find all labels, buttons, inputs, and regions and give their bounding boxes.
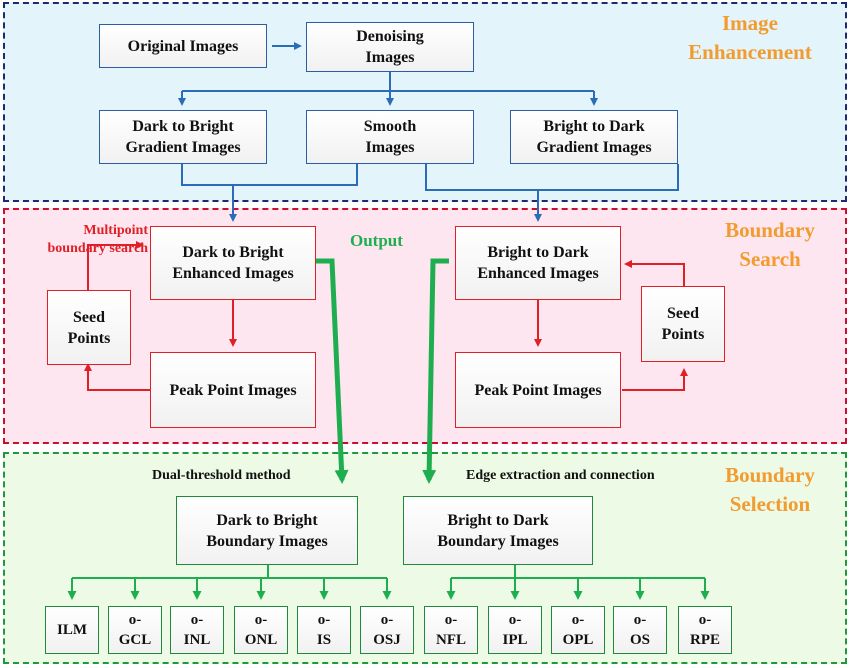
dual-threshold-label: Dual-threshold method — [152, 468, 291, 483]
layer-box-ilm: ILM — [45, 606, 99, 654]
dark-to-bright-gradient-box: Dark to Bright Gradient Images — [99, 110, 267, 164]
peak-point-images-right-box: Peak Point Images — [455, 352, 621, 428]
seed-points-right-box: Seed Points — [641, 286, 725, 362]
bright-to-dark-boundary-box: Bright to Dark Boundary Images — [403, 496, 593, 565]
dark-to-bright-boundary-box: Dark to Bright Boundary Images — [176, 496, 358, 565]
seed-points-left-box: Seed Points — [47, 290, 131, 365]
peak-point-images-left-box: Peak Point Images — [150, 352, 316, 428]
layer-box-ogcl: o- GCL — [108, 606, 162, 654]
layer-box-oonl: o- ONL — [234, 606, 288, 654]
layer-box-orpe: o- RPE — [678, 606, 732, 654]
smooth-images-box: Smooth Images — [306, 110, 474, 164]
boundary-search-title: Boundary Search — [725, 218, 815, 271]
output-label: Output — [350, 231, 403, 250]
layer-box-oinl: o- INL — [170, 606, 224, 654]
layer-box-oopl: o- OPL — [551, 606, 605, 654]
boundary-selection-title: Boundary Selection — [725, 463, 815, 516]
bright-to-dark-gradient-box: Bright to Dark Gradient Images — [510, 110, 678, 164]
bright-to-dark-enhanced-box: Bright to Dark Enhanced Images — [455, 226, 621, 300]
dark-to-bright-enhanced-box: Dark to Bright Enhanced Images — [150, 226, 316, 300]
image-enhancement-title: Image Enhancement — [688, 11, 812, 64]
multipoint-boundary-search-label: Multipoint boundary search — [47, 223, 148, 256]
original-images-box: Original Images — [99, 24, 267, 68]
edge-extraction-label: Edge extraction and connection — [466, 468, 655, 483]
denoising-images-box: Denoising Images — [306, 22, 474, 72]
layer-box-oipl: o- IPL — [488, 606, 542, 654]
layer-box-oos: o- OS — [613, 606, 667, 654]
layer-box-oosj: o- OSJ — [360, 606, 414, 654]
layer-box-ois: o- IS — [297, 606, 351, 654]
layer-box-onfl: o- NFL — [424, 606, 478, 654]
